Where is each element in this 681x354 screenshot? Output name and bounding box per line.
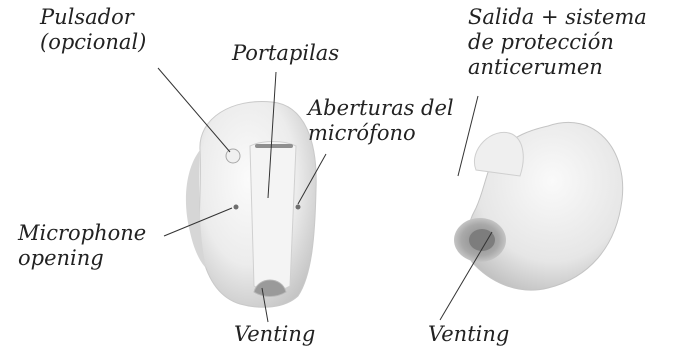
label-microphone-opening: Microphone opening — [18, 221, 146, 271]
label-portapilas: Portapilas — [232, 41, 339, 66]
label-venting-left: Venting — [234, 322, 315, 347]
label-microphone-line1: Microphone — [18, 221, 146, 246]
label-salida-line2: de protección — [468, 30, 647, 55]
label-aberturas-line2: micrófono — [308, 121, 454, 146]
output-opening-inner — [469, 229, 495, 251]
label-aberturas: Aberturas del micrófono — [308, 96, 454, 146]
microphone-hole-right — [296, 205, 301, 210]
label-pulsador: Pulsador (opcional) — [40, 5, 146, 55]
microphone-hole-left — [234, 205, 239, 210]
label-salida-line3: anticerumen — [468, 55, 647, 80]
battery-door-slot — [255, 144, 293, 148]
label-aberturas-line1: Aberturas del — [308, 96, 454, 121]
push-button-icon — [226, 149, 240, 163]
leader-pulsador — [158, 68, 230, 152]
label-pulsador-line2: (opcional) — [40, 30, 146, 55]
right-nozzle — [474, 132, 523, 176]
battery-door — [250, 142, 296, 291]
label-salida: Salida + sistema de protección anticerum… — [468, 5, 647, 80]
right-ear-piece — [454, 122, 623, 290]
label-pulsador-line1: Pulsador — [40, 5, 146, 30]
label-salida-line1: Salida + sistema — [468, 5, 647, 30]
left-hearing-aid — [186, 101, 316, 307]
label-venting-right: Venting — [428, 322, 509, 347]
label-microphone-line2: opening — [18, 246, 146, 271]
